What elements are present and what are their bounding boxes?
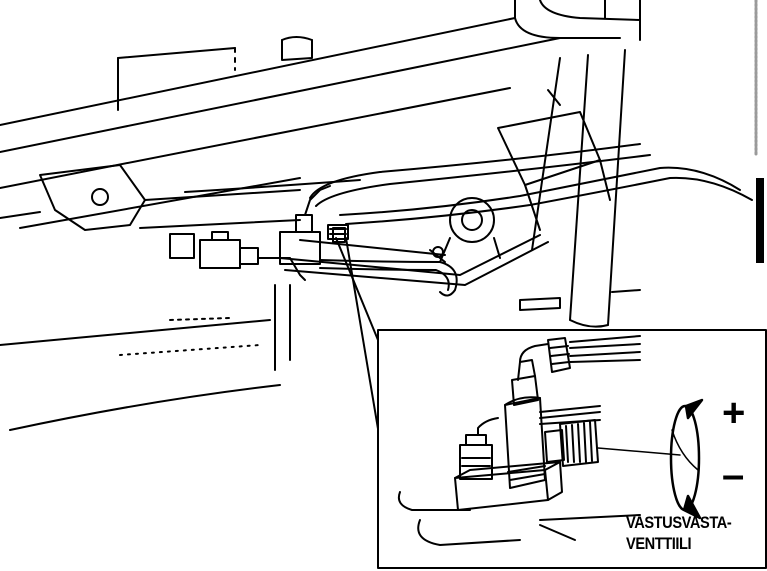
roller-wheel xyxy=(439,197,501,263)
rear-block xyxy=(117,36,313,111)
bolt-handles xyxy=(519,289,641,311)
right-edge-strip xyxy=(754,0,764,263)
boom-beam xyxy=(0,17,561,229)
hydraulic-hoses xyxy=(184,143,753,225)
callout-label-line-2: VENTTIILI xyxy=(626,534,692,553)
decrease-symbol: – xyxy=(722,453,745,497)
valve-assembly-small xyxy=(169,185,349,281)
increase-symbol: + xyxy=(722,391,746,435)
callout-label-line-1: VASTUSVASTA- xyxy=(626,513,732,532)
ground-lines xyxy=(0,284,291,431)
detail-inset xyxy=(377,329,767,569)
adjust-rotation-arrow-icon xyxy=(669,398,704,520)
pivot-joint xyxy=(39,164,301,231)
lower-arm xyxy=(279,234,549,286)
